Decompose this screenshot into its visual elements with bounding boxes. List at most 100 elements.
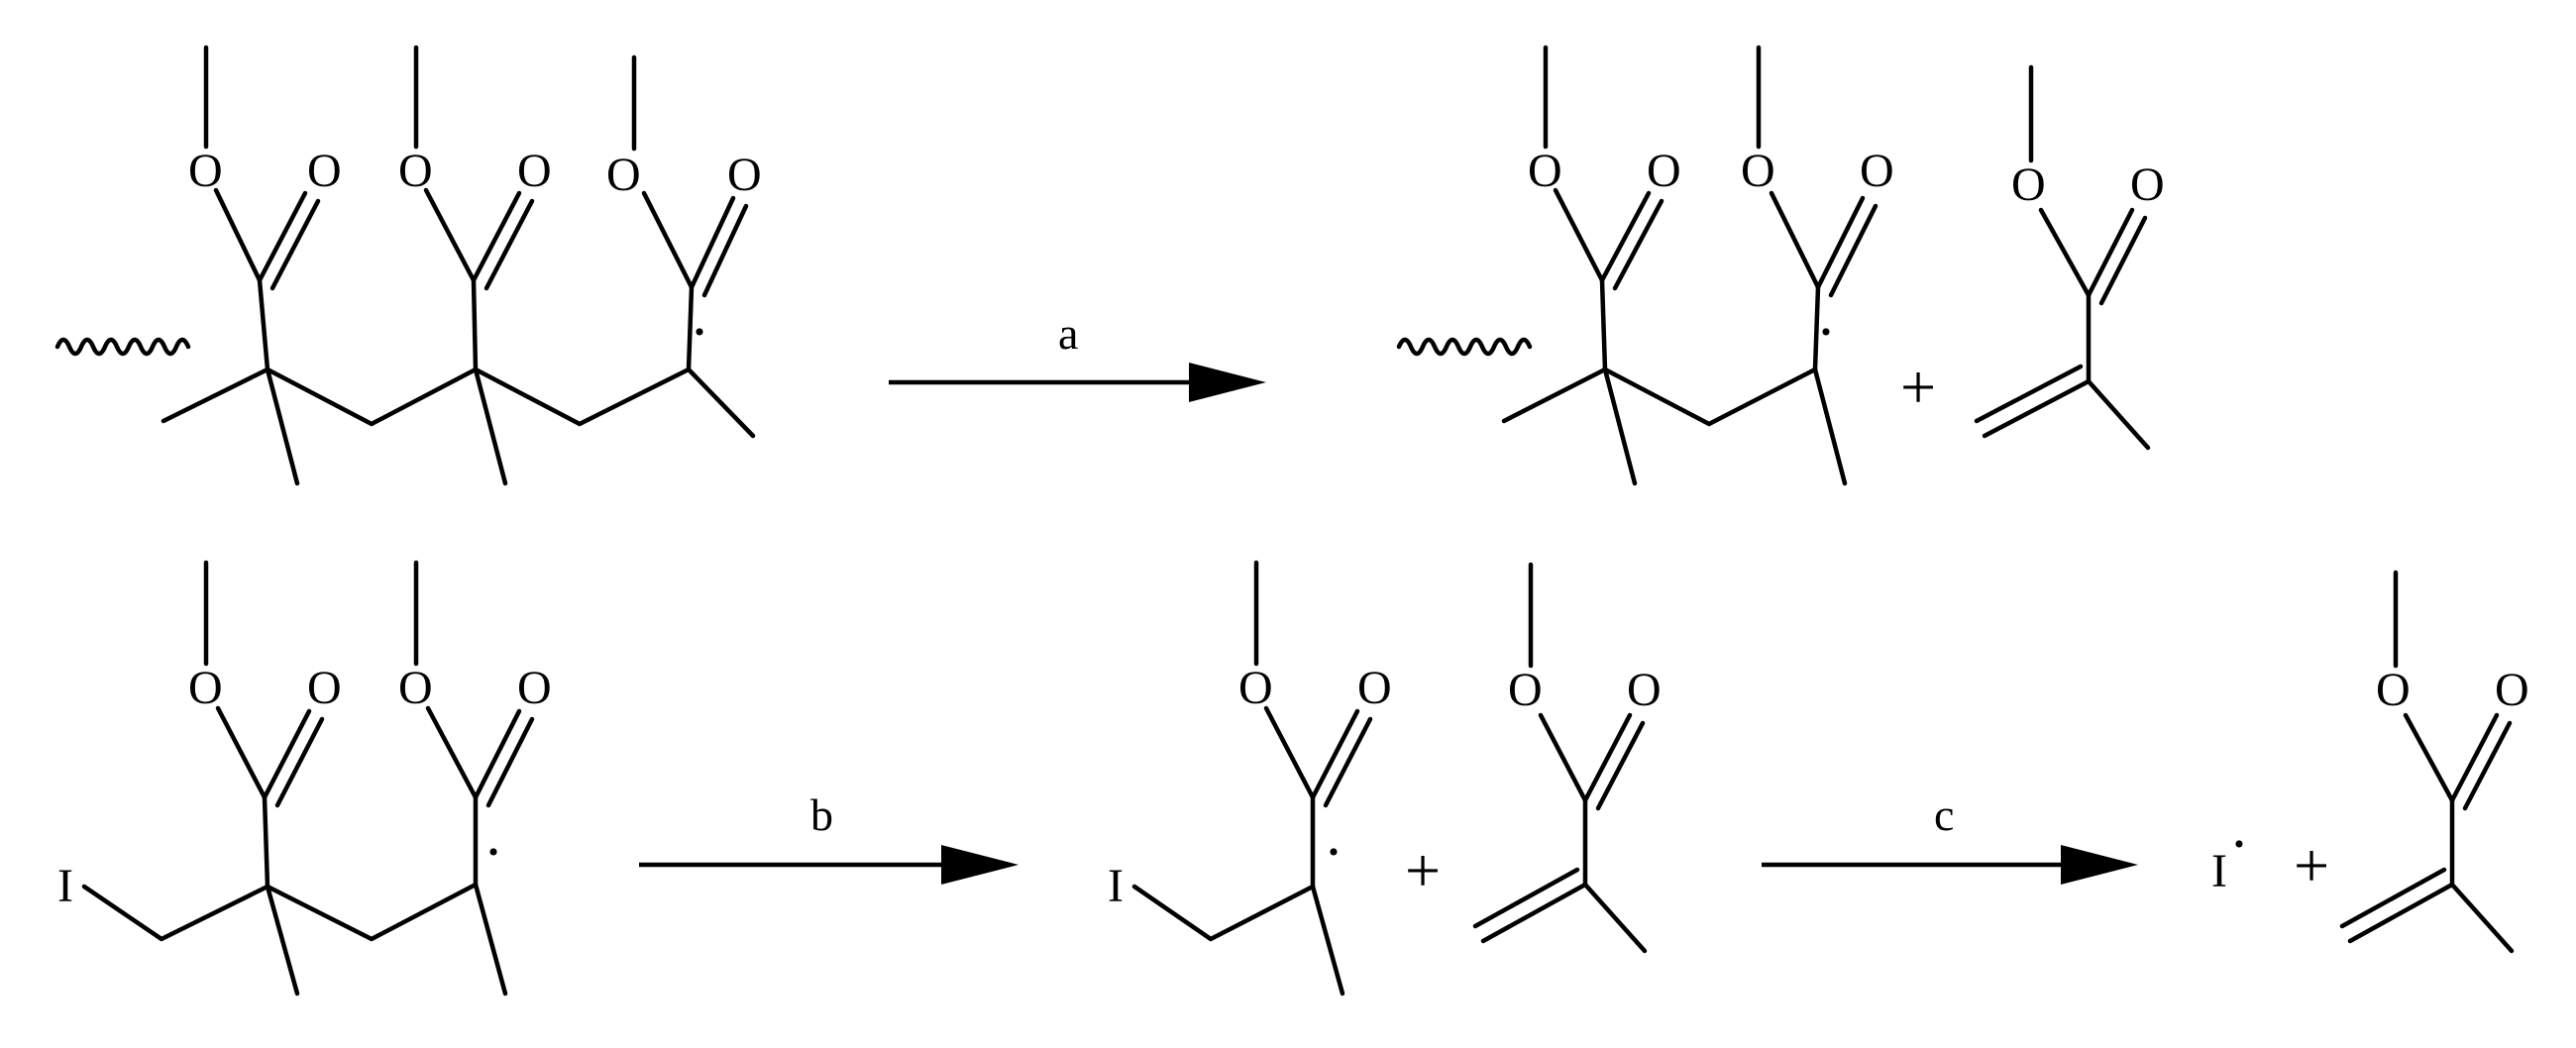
oxygen-carbonyl-6: O bbox=[307, 662, 342, 714]
plus-sign-1: + bbox=[1900, 352, 1936, 422]
radical-dot-1: · bbox=[690, 299, 709, 365]
carbonyl-double-5b bbox=[1828, 203, 1878, 298]
mma3-ester-o-bond bbox=[2403, 712, 2455, 803]
oxygen-ester-5: O bbox=[1741, 145, 1775, 197]
carbonyl-double-7b bbox=[485, 716, 535, 808]
carbonyl-c-bond-6 bbox=[262, 794, 270, 890]
plus-sign-2: + bbox=[1405, 835, 1441, 905]
carbonyl-double-4a bbox=[1599, 190, 1652, 283]
arrow-c-head bbox=[2061, 845, 2138, 885]
ester-o-bond-3 bbox=[641, 190, 695, 290]
carbonyl-double-4b bbox=[1612, 198, 1664, 291]
methyl-bond-2 bbox=[473, 367, 508, 486]
ester-o-bond-6 bbox=[215, 705, 268, 800]
oxygen-carbonyl-2: O bbox=[517, 145, 552, 197]
mma2-oxygen-carbonyl: O bbox=[1627, 664, 1662, 716]
mma1-vinyl-double-a bbox=[1982, 378, 2092, 439]
mma2-carbonyl-double-a bbox=[1582, 712, 1633, 803]
mma3-vinyl-double-a bbox=[2347, 882, 2455, 944]
carbonyl-double-6b bbox=[274, 716, 325, 808]
mma1-vinyl-double-b bbox=[1974, 364, 2084, 424]
radical-dot-4: · bbox=[1324, 819, 1343, 885]
methyl-bond-4 bbox=[1602, 367, 1638, 486]
oxygen-ester-3: O bbox=[606, 149, 641, 201]
row2-product-monomer: O O bbox=[1472, 562, 1662, 954]
oxygen-ester-6: O bbox=[188, 662, 223, 714]
arrow-c-label: c bbox=[1934, 789, 1954, 840]
mma3-carbonyl-double-a bbox=[2449, 712, 2500, 803]
arrow-b-label: b bbox=[810, 789, 833, 840]
ester-o-bond-5 bbox=[1769, 190, 1821, 290]
wavy-chain-bond bbox=[54, 337, 191, 357]
mma3-methyl-bond bbox=[2449, 882, 2515, 954]
iodine-atom-3: I bbox=[2211, 845, 2227, 897]
mma2-vinyl-double-b bbox=[1472, 867, 1580, 929]
row1-reactant-trimer-radical: O O O O O O · bbox=[54, 45, 762, 486]
backbone-bonds-2 bbox=[1501, 367, 1818, 427]
ester-o-bond-8 bbox=[1263, 705, 1316, 800]
mma1-oxygen-ester: O bbox=[2011, 158, 2046, 211]
oxygen-carbonyl-1: O bbox=[307, 145, 342, 197]
mma3-oxygen-ester: O bbox=[2376, 664, 2411, 716]
methyl-bond-8 bbox=[1310, 884, 1345, 996]
carbonyl-double-6a bbox=[262, 708, 312, 800]
arrow-a-head bbox=[1189, 363, 1266, 402]
row2-product-monomer-2: O O bbox=[2339, 570, 2529, 954]
mma2-ester-o-bond bbox=[1538, 712, 1588, 803]
iodine-atom-2: I bbox=[1108, 860, 1124, 912]
wavy-chain-bond-2 bbox=[1396, 337, 1533, 357]
methyl-bond-1 bbox=[265, 367, 300, 486]
methyl-bond-3 bbox=[686, 367, 756, 439]
methyl-bond-7 bbox=[473, 882, 508, 996]
reaction-arrow-c: c bbox=[1762, 789, 2138, 885]
reaction-arrow-a: a bbox=[889, 308, 1266, 402]
oxygen-ester-7: O bbox=[398, 662, 433, 714]
ester-o-bond-1 bbox=[213, 187, 263, 283]
oxygen-carbonyl-4: O bbox=[1647, 145, 1681, 197]
backbone-bonds bbox=[161, 367, 692, 427]
radical-dot-3: · bbox=[483, 819, 503, 885]
row1-product-dimer-radical: O O O O · bbox=[1396, 45, 1894, 486]
carbonyl-c-bond-2 bbox=[471, 277, 479, 372]
carbonyl-double-8a bbox=[1310, 708, 1360, 800]
ester-o-bond-4 bbox=[1553, 187, 1605, 283]
mma2-oxygen-ester: O bbox=[1508, 664, 1543, 716]
iodine-atom-1: I bbox=[57, 860, 73, 912]
radical-dot-5: · bbox=[2229, 811, 2249, 877]
carbonyl-double-2a bbox=[471, 190, 522, 283]
mma1-carbonyl-double-a bbox=[2086, 207, 2135, 298]
iodine-radical: I · bbox=[2211, 811, 2249, 897]
oxygen-ester-8: O bbox=[1238, 662, 1273, 714]
mma1-ester-o-bond bbox=[2038, 207, 2092, 298]
mma2-carbonyl-double-b bbox=[1595, 720, 1646, 811]
carbonyl-double-1b bbox=[269, 198, 321, 291]
row2-reactant-iodo-dimer-radical: I O O O O · bbox=[57, 560, 552, 996]
mma3-oxygen-carbonyl: O bbox=[2495, 664, 2529, 716]
carbonyl-c-bond-4 bbox=[1599, 277, 1608, 372]
backbone-bonds-4 bbox=[1131, 884, 1316, 942]
oxygen-carbonyl-8: O bbox=[1357, 662, 1392, 714]
oxygen-ester-4: O bbox=[1528, 145, 1562, 197]
carbonyl-double-3a bbox=[689, 195, 736, 290]
mma1-carbonyl-double-b bbox=[2098, 215, 2148, 306]
methyl-bond-5 bbox=[1812, 367, 1848, 486]
arrow-a-label: a bbox=[1058, 308, 1078, 359]
carbonyl-double-2b bbox=[483, 198, 535, 291]
radical-dot-2: · bbox=[1816, 299, 1836, 365]
oxygen-carbonyl-7: O bbox=[517, 662, 552, 714]
arrow-b-head bbox=[941, 845, 1019, 885]
carbonyl-c-bond-1 bbox=[257, 277, 270, 372]
row1-product-monomer: O O bbox=[1974, 64, 2165, 451]
ester-o-bond-2 bbox=[423, 187, 477, 283]
carbonyl-double-8b bbox=[1323, 716, 1373, 808]
reaction-arrow-b: b bbox=[639, 789, 1019, 885]
row2-product-iodo-radical: I O O · bbox=[1108, 560, 1392, 996]
mma3-vinyl-double-b bbox=[2339, 867, 2447, 929]
oxygen-ester-1: O bbox=[188, 145, 223, 197]
oxygen-carbonyl-5: O bbox=[1860, 145, 1894, 197]
carbonyl-double-3b bbox=[701, 203, 749, 298]
mma2-methyl-bond bbox=[1582, 882, 1648, 954]
carbonyl-c-bond-3 bbox=[686, 284, 695, 372]
oxygen-ester-2: O bbox=[398, 145, 433, 197]
